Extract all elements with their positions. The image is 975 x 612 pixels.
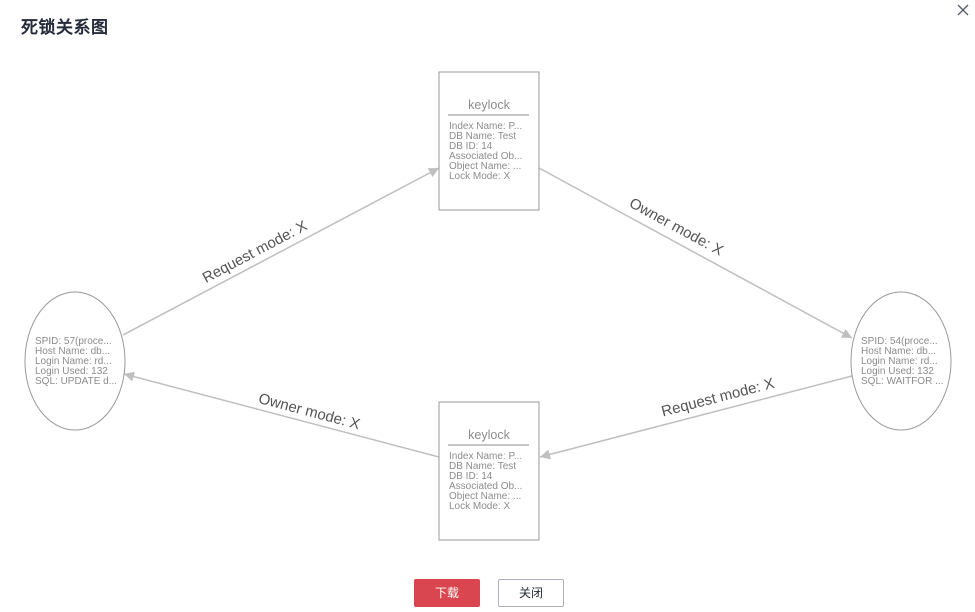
- process-node-line: Host Name: db...: [861, 346, 936, 357]
- lock-node-bottom[interactable]: keylock Index Name: P... DB Name: Test D…: [438, 401, 540, 541]
- lock-node-line: DB Name: Test: [449, 131, 516, 142]
- lock-node-line: Associated Ob...: [449, 481, 522, 492]
- lock-node-line: Object Name: ...: [449, 491, 521, 502]
- process-node-line: SQL: WAITFOR ...: [861, 376, 943, 387]
- process-node-line: Host Name: db...: [35, 346, 110, 357]
- edge-label-left-to-top: Request mode: X: [200, 217, 310, 286]
- process-node-line: SQL: UPDATE d...: [35, 376, 117, 387]
- process-node-line: Login Name: rd...: [861, 356, 938, 367]
- lock-node-title: keylock: [468, 98, 510, 112]
- close-button[interactable]: 关闭: [498, 579, 564, 607]
- lock-node-line: Index Name: P...: [449, 121, 522, 132]
- download-button[interactable]: 下载: [414, 579, 480, 607]
- lock-node-line: Lock Mode: X: [449, 501, 510, 512]
- close-icon[interactable]: [953, 0, 973, 20]
- lock-node-line: DB Name: Test: [449, 461, 516, 472]
- process-node-line: Login Name: rd...: [35, 356, 112, 367]
- lock-node-line: Object Name: ...: [449, 161, 521, 172]
- process-node-right[interactable]: SPID: 54(proce... Host Name: db... Login…: [850, 291, 952, 431]
- edge-bottom-to-left: Owner mode: X: [123, 371, 440, 458]
- lock-node-line: DB ID: 14: [449, 471, 493, 482]
- lock-node-line: Index Name: P...: [449, 451, 522, 462]
- process-node-line: Login Used: 132: [35, 366, 108, 377]
- lock-node-line: DB ID: 14: [449, 141, 493, 152]
- process-node-left[interactable]: SPID: 57(proce... Host Name: db... Login…: [24, 291, 126, 431]
- edge-label-right-to-bottom: Request mode: X: [660, 375, 776, 420]
- edge-left-to-top: Request mode: X: [122, 167, 440, 336]
- process-node-line: Login Used: 132: [861, 366, 934, 377]
- process-node-line: SPID: 54(proce...: [861, 336, 938, 347]
- lock-node-line: Lock Mode: X: [449, 171, 510, 182]
- edge-label-top-to-right: Owner mode: X: [626, 195, 726, 260]
- lock-node-top[interactable]: keylock Index Name: P... DB Name: Test D…: [438, 71, 540, 211]
- deadlock-graph: Request mode: X Owner mode: X Request mo…: [24, 71, 952, 541]
- process-node-line: SPID: 57(proce...: [35, 336, 112, 347]
- dialog-title: 死锁关系图: [21, 18, 109, 38]
- edge-right-to-bottom: Request mode: X: [539, 375, 853, 460]
- edge-label-bottom-to-left: Owner mode: X: [257, 390, 362, 433]
- lock-node-line: Associated Ob...: [449, 151, 522, 162]
- lock-node-title: keylock: [468, 428, 510, 442]
- edge-top-to-right: Owner mode: X: [538, 167, 853, 339]
